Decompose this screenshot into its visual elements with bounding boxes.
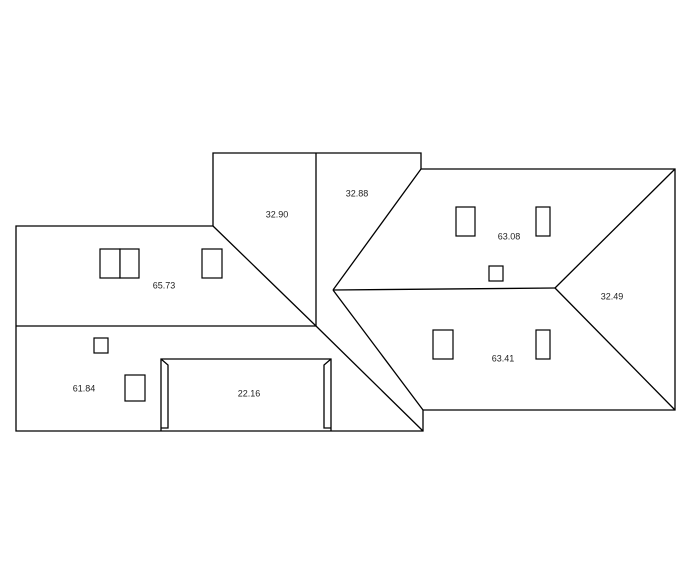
garage-left-strip	[160, 358, 169, 429]
hip-line	[554, 287, 676, 411]
hip-line	[332, 289, 424, 411]
ridge-line	[332, 287, 556, 291]
area-label: 65.73	[153, 280, 176, 290]
skylight	[535, 329, 551, 360]
garage-outline	[160, 358, 332, 431]
skylights	[93, 206, 551, 402]
hip-line	[554, 168, 676, 289]
area-label: 22.16	[238, 388, 261, 398]
area-label: 32.90	[266, 209, 289, 219]
area-label: 32.88	[346, 188, 369, 198]
vent	[93, 337, 109, 354]
skylight	[124, 374, 146, 402]
skylight	[99, 248, 121, 279]
valley-line	[315, 325, 424, 432]
area-label: 63.08	[498, 231, 521, 241]
area-label: 63.41	[492, 353, 515, 363]
roof-outline	[15, 152, 676, 432]
skylight	[455, 206, 476, 237]
garage-roof	[160, 358, 332, 431]
valley-line	[212, 225, 317, 327]
hip-line	[332, 168, 422, 291]
skylight	[119, 248, 140, 279]
vent	[488, 265, 504, 282]
garage-right-strip	[323, 358, 332, 429]
skylight	[432, 329, 454, 360]
area-labels: 65.73 32.90 32.88 61.84 22.16 63.08 32.4…	[73, 188, 624, 398]
skylight	[535, 206, 551, 237]
area-label: 61.84	[73, 383, 96, 393]
area-label: 32.49	[601, 291, 624, 301]
skylight	[201, 248, 223, 279]
